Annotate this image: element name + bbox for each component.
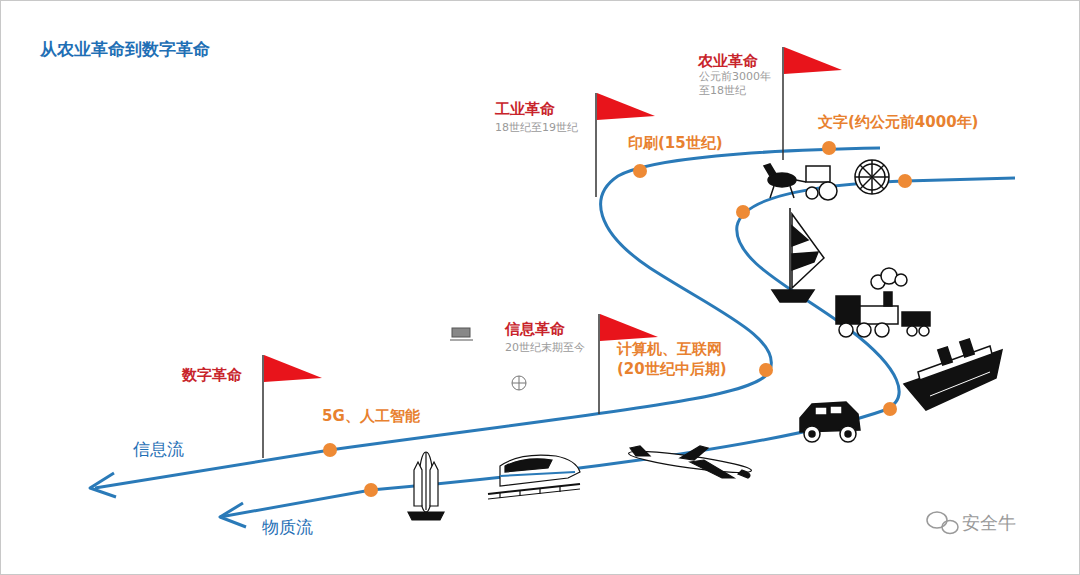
milestone-label: 文字(约公元前4000年) xyxy=(818,113,978,133)
diagram-title: 从农业革命到数字革命 xyxy=(40,38,210,60)
milestone-label: 印刷(15世纪) xyxy=(628,134,723,154)
milestone-dots xyxy=(323,141,912,497)
sailboat xyxy=(772,208,824,302)
revolution-label: 数字革命 xyxy=(182,366,242,386)
small-train-icon xyxy=(450,328,473,340)
arrow-head xyxy=(90,473,116,497)
ocean-liner xyxy=(904,339,1002,410)
period-note: 公元前3000年 至18世纪 xyxy=(699,70,773,99)
flow-label: 物质流 xyxy=(262,516,313,538)
steam-locomotive xyxy=(836,268,930,337)
arrow-head xyxy=(220,503,246,527)
watermark-icon xyxy=(927,512,958,534)
revolution-label: 农业革命 xyxy=(698,52,758,72)
space-shuttle xyxy=(408,452,444,520)
revolution-label: 信息革命 xyxy=(505,320,565,340)
wheel xyxy=(855,160,889,194)
period-note: 20世纪末期至今 xyxy=(505,341,585,355)
airplane xyxy=(628,446,752,478)
milestone-label: 计算机、互联网 (20世纪中后期) xyxy=(617,340,729,379)
jeep xyxy=(800,402,860,442)
information-flow-curve xyxy=(95,148,880,488)
period-note: 18世纪至19世纪 xyxy=(495,121,578,135)
flags xyxy=(263,47,842,458)
horse-carriage xyxy=(764,164,837,200)
milestone-label: 5G、人工智能 xyxy=(322,407,420,427)
small-wheel-icon xyxy=(512,376,526,390)
high-speed-train xyxy=(488,455,580,499)
material-flow-curve xyxy=(220,178,1015,517)
watermark: 安全牛 xyxy=(962,511,1016,534)
flow-label: 信息流 xyxy=(133,438,184,460)
revolution-label: 工业革命 xyxy=(495,100,555,120)
